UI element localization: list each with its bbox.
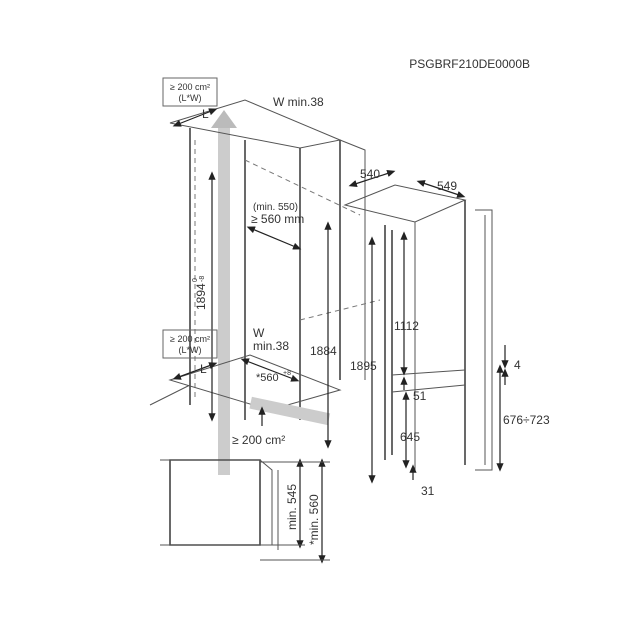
- door-range: 676÷723: [503, 413, 550, 427]
- min-depth-560: *min. 560: [307, 494, 321, 545]
- appliance-drawing: [343, 170, 509, 484]
- model-code: PSGBRF210DE0000B: [409, 57, 530, 71]
- top-L-label: L: [202, 107, 209, 121]
- vent-bottom-box: [162, 329, 218, 359]
- top-W-label: W min.38: [273, 95, 324, 109]
- niche-drawing: [149, 99, 381, 475]
- gap-label: 51: [413, 389, 427, 403]
- airflow-arrow: [218, 125, 230, 475]
- door-upper-height: 1112: [394, 319, 419, 333]
- vent-top-box: [162, 77, 218, 107]
- niche-height-alt: 1884: [310, 344, 337, 358]
- depth-label: 540: [360, 167, 380, 181]
- svg-text:1894: 1894: [194, 283, 208, 310]
- total-height: 1895: [350, 359, 377, 373]
- niche-width-tolerance: +8: [283, 370, 291, 377]
- width-label: 549: [437, 179, 457, 193]
- min-depth-545: min. 545: [285, 484, 299, 530]
- vent-bottom-area: ≥ 200 cm²: [170, 334, 210, 344]
- depth-min: (min. 550): [253, 202, 298, 213]
- svg-text:0: 0: [192, 278, 199, 282]
- vent-bottom-formula: (L*W): [179, 345, 202, 355]
- vent-top-formula: (L*W): [179, 93, 202, 103]
- bottom-W-min: min.38: [253, 339, 289, 353]
- bottom-offset: 31: [421, 484, 435, 498]
- section-drawing: [160, 458, 330, 564]
- niche-width: *560: [256, 372, 279, 384]
- svg-text:-8: -8: [199, 276, 206, 282]
- door-lower-height: 645: [400, 430, 420, 444]
- niche-height-label: 1894 0 -8: [192, 276, 208, 310]
- bottom-L-label: L: [200, 362, 207, 376]
- vent-top-area: ≥ 200 cm²: [170, 82, 210, 92]
- depth-recommended: ≥ 560 mm: [251, 212, 304, 226]
- plinth-vent-area: ≥ 200 cm²: [232, 433, 285, 447]
- hinge-gap: 4: [514, 358, 521, 372]
- bottom-W-label: W: [253, 326, 265, 340]
